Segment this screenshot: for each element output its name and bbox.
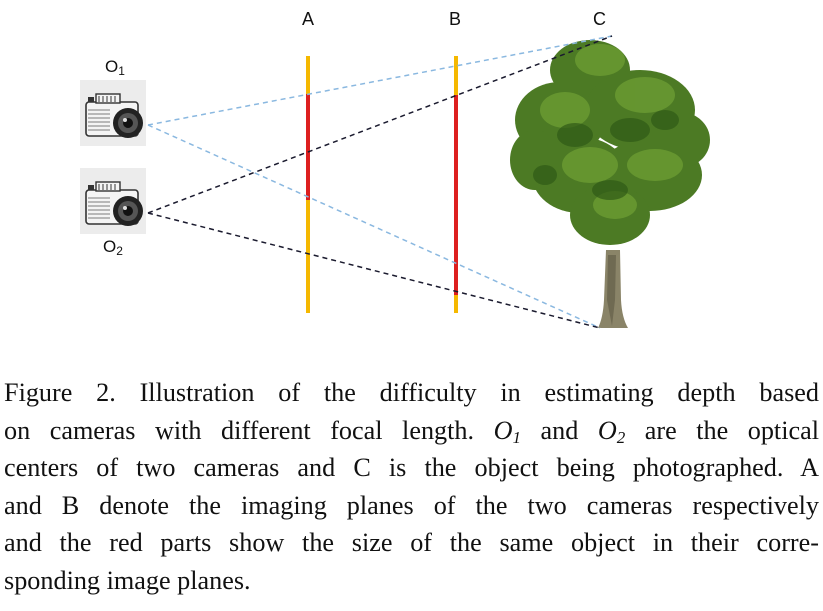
camera-o2-label: O2 [103,237,123,258]
caption-line: on cameras with different focal length. … [4,415,819,447]
camera-o1-icon [80,80,146,146]
tree-icon [510,40,710,328]
caption-line: and the red parts show the size of the s… [4,528,819,557]
plane-a-label: A [302,9,314,29]
camera-o1-label: O1 [105,57,125,78]
figure-caption: Figure 2. Illustration of the difficulty… [4,374,819,599]
caption-line: centers of two cameras and C is the obje… [4,453,819,482]
camera-o2-rays [147,35,613,329]
plane-b-label: B [449,9,461,29]
math-symbol: O1 [493,415,521,447]
caption-line: Figure 2. Illustration of the difficulty… [4,378,819,407]
depth-focal-diagram: A B C [80,9,710,329]
camera-o2-icon [80,168,146,234]
object-c-label: C [593,9,606,29]
math-symbol: O2 [597,415,626,447]
camera-o1-rays [147,35,613,329]
caption-line: sponding image planes. [4,565,251,595]
caption-line: and B denote the imaging planes of the t… [4,490,819,520]
